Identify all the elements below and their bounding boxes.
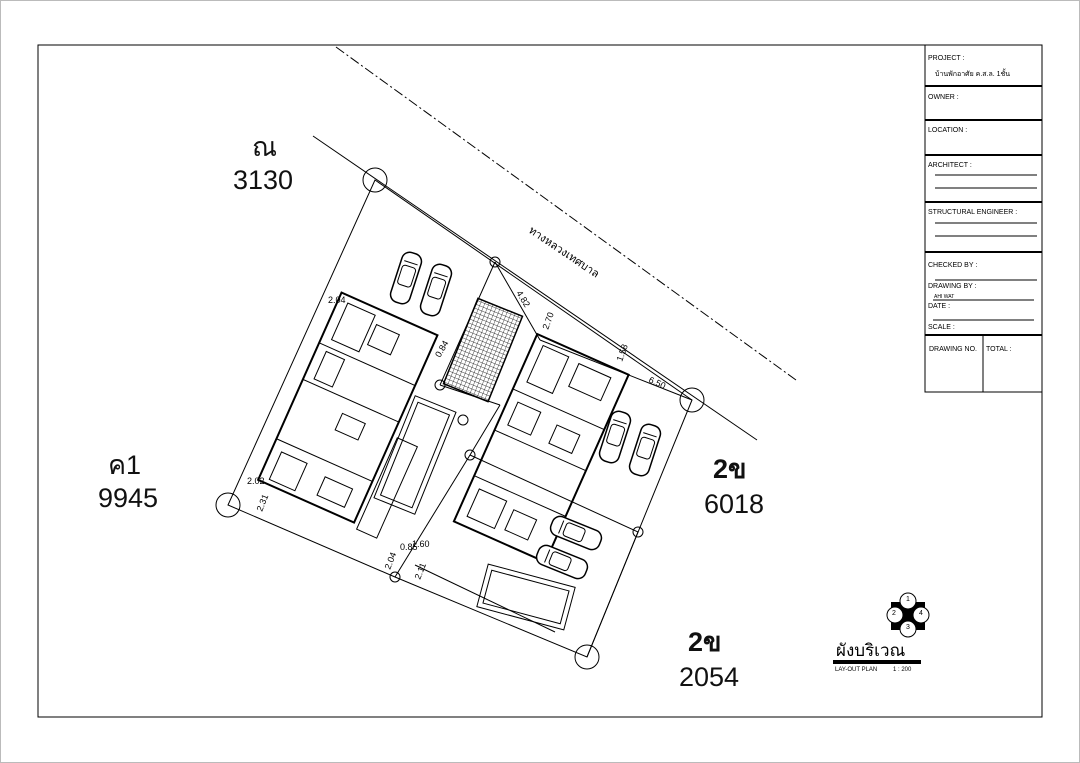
owner-label: OWNER : — [928, 94, 959, 101]
dimension-label: 2.11 — [413, 561, 429, 580]
car — [417, 261, 455, 319]
drawing-by-label: DRAWING BY : — [928, 283, 977, 290]
dimension-label: 2.04 — [328, 295, 346, 305]
dimension-label: 2.70 — [540, 311, 555, 331]
architect-label: ARCHITECT : — [928, 162, 972, 169]
drawing-by-value: AHI WAT — [934, 294, 954, 300]
neighbor-code: ณ — [252, 132, 277, 162]
total-label: TOTAL : — [986, 346, 1012, 353]
pool-left — [373, 395, 457, 515]
house-right — [452, 332, 630, 564]
project-label: PROJECT : — [928, 55, 964, 62]
dimension-label: 2.31 — [255, 493, 271, 513]
svg-text:1: 1 — [906, 596, 910, 603]
car — [626, 421, 664, 479]
dimension-label: 0.85 — [400, 542, 418, 552]
caption-underline — [833, 660, 921, 664]
checked-by-label: CHECKED BY : — [928, 262, 977, 269]
plan-scale: 1 : 200 — [893, 667, 912, 673]
date-label: DATE : — [928, 303, 950, 310]
house-left — [256, 291, 439, 539]
svg-text:3: 3 — [906, 624, 910, 631]
neighbor-number: 3130 — [233, 165, 293, 195]
road-centerline — [335, 46, 797, 381]
plan-caption-thai: ผังบริเวณ — [836, 641, 906, 661]
pool-bottom — [476, 563, 576, 631]
dimension-label: 2.02 — [247, 476, 265, 486]
title-block: PROJECT : บ้านพักอาศัย ค.ส.ล. 1ชั้น OWNE… — [924, 44, 1043, 393]
dimension-label: 2.04 — [383, 551, 399, 571]
car — [547, 513, 605, 553]
location-label: LOCATION : — [928, 127, 967, 134]
project-value: บ้านพักอาศัย ค.ส.ล. 1ชั้น — [935, 67, 1010, 78]
car — [387, 249, 425, 307]
neighbor-number: 6018 — [704, 489, 764, 519]
dimension-label: 0.84 — [433, 339, 450, 359]
paving-grid — [442, 297, 524, 403]
section-key-icon: 1 2 3 4 — [886, 592, 930, 638]
scale-label: SCALE : — [928, 324, 955, 331]
structural-engineer-label: STRUCTURAL ENGINEER : — [928, 209, 1017, 216]
dimension-label: 1.58 — [614, 343, 629, 363]
neighbor-number: 9945 — [98, 483, 158, 513]
dimension-label: 4.82 — [514, 289, 532, 309]
plan-caption-english: LAY-OUT PLAN — [835, 667, 877, 673]
car — [533, 542, 591, 582]
neighbor-code: 2ข — [713, 454, 746, 484]
road-name: ทางหลวงเทศบาล — [526, 225, 601, 281]
car — [596, 408, 634, 466]
dimension-label: 6.50 — [647, 375, 667, 391]
neighbor-number: 2054 — [679, 662, 739, 692]
svg-text:2: 2 — [892, 610, 896, 617]
drawing-no-label: DRAWING NO. — [929, 346, 977, 353]
neighbor-code: 2ข — [688, 627, 721, 657]
neighbor-code: ค1 — [108, 450, 141, 480]
road-edge — [312, 135, 758, 441]
svg-text:4: 4 — [919, 610, 923, 617]
dimension-label: 1.60 — [412, 539, 430, 549]
